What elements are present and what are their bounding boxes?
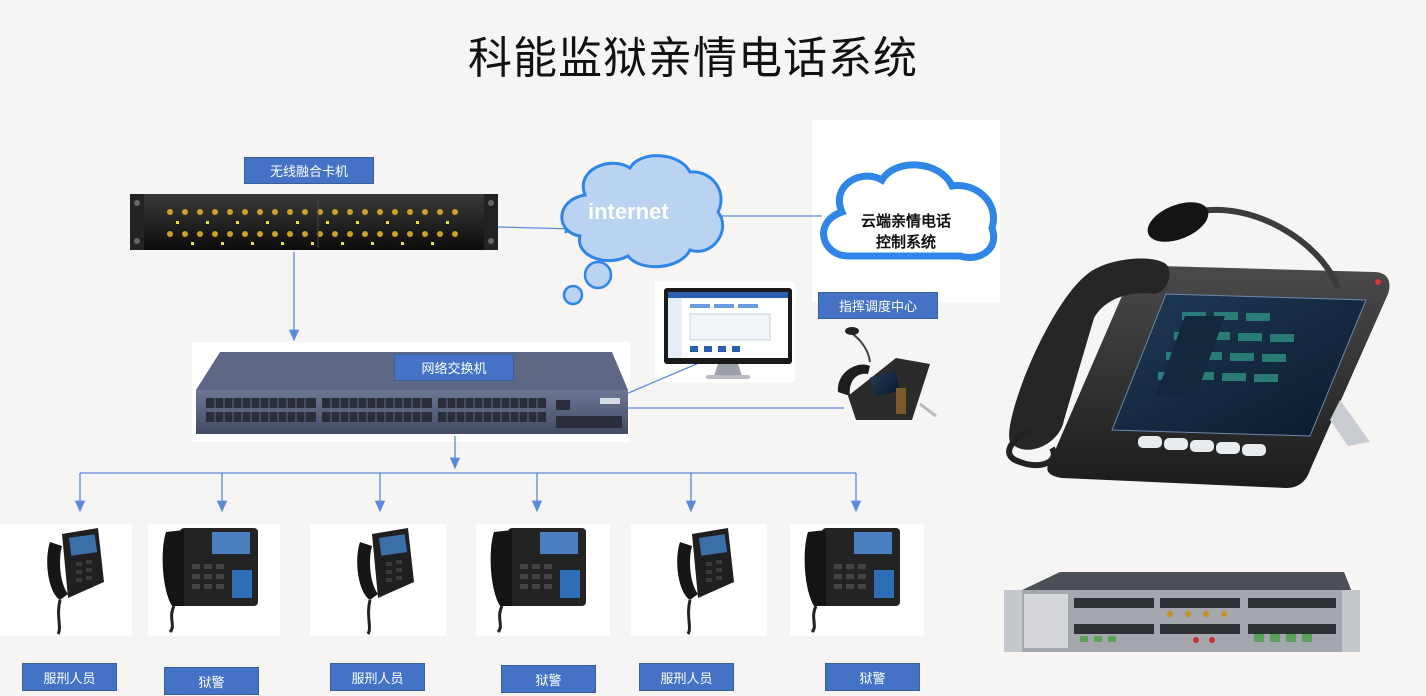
ip-phone-2: [162, 528, 258, 634]
dispatch-center-label: 指挥调度中心: [818, 292, 938, 319]
endpoint-label: 狱警: [501, 665, 596, 693]
rack-server-device: [1004, 572, 1360, 652]
cloud-system-line1: 云端亲情电话: [860, 212, 951, 230]
line-switch-to-monitor: [625, 359, 707, 395]
endpoint-label: 狱警: [825, 663, 920, 691]
endpoint-label: 服刑人员: [22, 663, 117, 691]
internet-label: internet: [588, 199, 669, 224]
endpoint-label: 服刑人员: [639, 663, 734, 691]
monitor-device: [664, 288, 792, 379]
dispatch-phone-device: [837, 327, 937, 420]
internet-cloud-icon: [560, 154, 725, 306]
large-smart-phone-device: [1006, 202, 1390, 488]
ip-phone-6: [804, 528, 900, 634]
cloud-system-line2: 控制系统: [875, 233, 936, 251]
endpoint-label: 狱警: [164, 667, 259, 695]
ip-phone-5: [677, 528, 734, 635]
ip-phone-4: [490, 528, 586, 634]
ip-phone-3: [357, 528, 414, 635]
switch-label: 网络交换机: [394, 354, 514, 381]
cloud-control-icon: [820, 161, 998, 261]
wireless-card-device: [130, 194, 498, 250]
ip-phone-1: [47, 528, 104, 635]
diagram-title: 科能监狱亲情电话系统: [468, 33, 918, 84]
line-card-to-internet: [497, 223, 577, 234]
wireless-card-label: 无线融合卡机: [244, 157, 374, 184]
connection-lines: [74, 215, 862, 513]
endpoint-label: 服刑人员: [330, 663, 425, 691]
